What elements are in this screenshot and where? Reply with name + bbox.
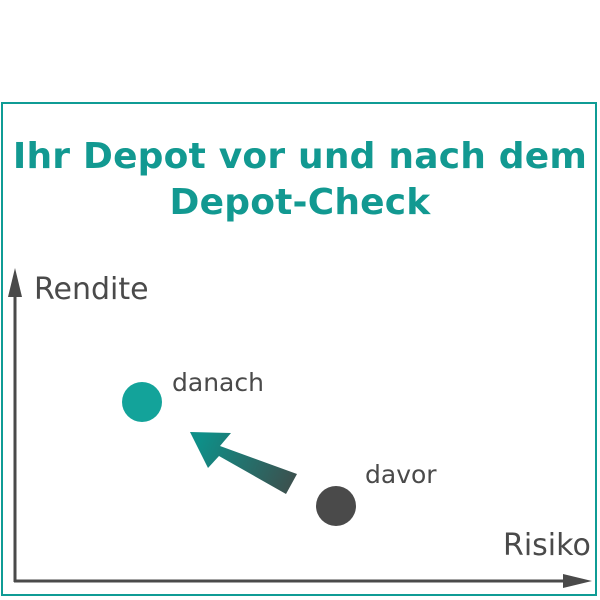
title-line-1: Ihr Depot vor und nach dem <box>12 136 588 177</box>
point-davor-label: davor <box>365 460 437 489</box>
diagram-frame <box>1 102 597 596</box>
point-danach <box>122 382 162 422</box>
x-axis-arrowhead <box>563 574 592 588</box>
x-axis-label: Risiko <box>503 528 591 563</box>
y-axis-label: Rendite <box>34 272 149 307</box>
point-davor <box>316 486 356 526</box>
y-axis-arrowhead <box>8 268 22 297</box>
improvement-arrow <box>190 432 297 494</box>
diagram-title: Ihr Depot vor und nach dem Depot-Check <box>0 134 600 226</box>
title-line-2: Depot-Check <box>169 182 431 223</box>
point-danach-label: danach <box>172 368 264 397</box>
